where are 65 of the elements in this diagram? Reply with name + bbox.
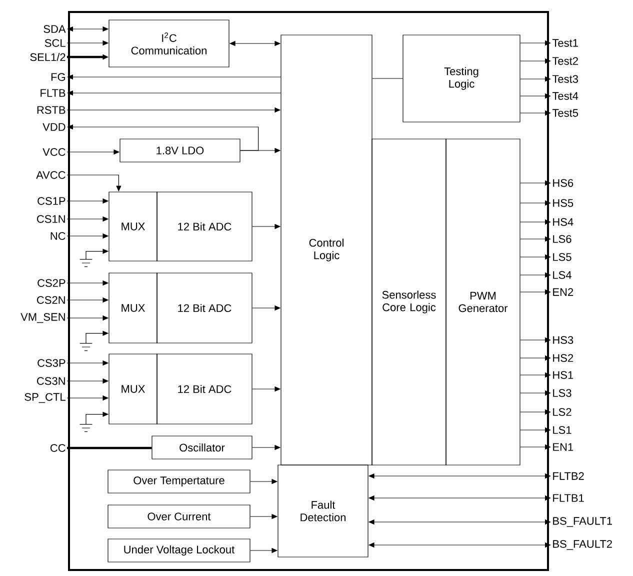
- block-box: Over Current: [108, 504, 250, 528]
- pin-label: Test4: [552, 92, 578, 100]
- pin-label: CS2P: [38, 279, 66, 287]
- pin-label: CS2N: [37, 296, 65, 304]
- pin-label: BS_FAULT1: [553, 517, 612, 527]
- pin-label: CS1P: [38, 197, 66, 205]
- pin-label: VCC: [42, 148, 66, 156]
- block-box: MUX: [108, 272, 158, 344]
- block-box: MUX: [108, 192, 158, 262]
- pin-label: HS4: [553, 218, 574, 226]
- pin-label: SDA: [44, 25, 66, 33]
- pin-label: HS5: [553, 199, 574, 207]
- pin-label: LS6: [553, 235, 572, 243]
- pin-label: LS3: [553, 389, 572, 397]
- block-box: 12 Bit ADC: [156, 354, 252, 424]
- block-box: 1.8V LDO: [120, 138, 240, 162]
- pin-label: BS_FAULT2: [553, 540, 612, 550]
- pin-label: HS6: [553, 179, 574, 187]
- pin-label: LS5: [553, 253, 572, 261]
- chip-outline: [68, 11, 549, 571]
- connector-line: [372, 78, 403, 79]
- pin-label: Test2: [552, 57, 578, 65]
- pin-label: FG: [51, 73, 65, 81]
- pin-label: Test3: [552, 75, 578, 83]
- pin-label: LS4: [553, 271, 572, 279]
- block-box: Control Logic: [280, 34, 372, 466]
- block-box: Under Voltage Lockout: [108, 538, 250, 562]
- pin-label: VM_SEN: [20, 313, 65, 323]
- pin-label: SEL1/2: [30, 52, 66, 62]
- pin-label: FLTB: [40, 89, 66, 97]
- pin-label: HS2: [553, 354, 574, 362]
- block-box: Oscillator: [152, 436, 252, 460]
- pin-label: RSTB: [37, 106, 66, 114]
- pin-label: LS1: [553, 426, 572, 434]
- ground-symbol: [80, 343, 92, 351]
- pin-label: CS3N: [37, 377, 65, 385]
- block-box: I$^{2}$C Communication: [108, 20, 230, 68]
- pin-label: FLTB2: [553, 472, 584, 480]
- pin-label: CC: [50, 444, 66, 452]
- block-box: Over Tempertature: [108, 470, 250, 494]
- pin-label: HS1: [553, 371, 574, 379]
- pin-label: EN1: [553, 443, 574, 451]
- pin-label: SP_CTL: [24, 393, 66, 403]
- pin-label: SCL: [44, 39, 66, 47]
- pin-label: EN2: [553, 288, 574, 296]
- pin-label: FLTB1: [553, 494, 584, 502]
- pin-label: AVCC: [36, 171, 66, 179]
- ground-symbol: [80, 259, 92, 267]
- block-box: 12 Bit ADC: [156, 192, 252, 262]
- pin-label: CS3P: [38, 359, 66, 367]
- block-box: Sensorless Core Logic: [372, 138, 446, 466]
- pin-label: HS3: [553, 336, 574, 344]
- pin-label: NC: [50, 232, 66, 240]
- block-box: 12 Bit ADC: [156, 272, 252, 344]
- pin-label: Test5: [552, 109, 578, 117]
- block-box: MUX: [108, 354, 158, 424]
- pin-label: VDD: [42, 123, 66, 131]
- pin-label: CS1N: [37, 215, 65, 223]
- pin-label: Test1: [552, 39, 578, 47]
- block-box: Testing Logic: [402, 34, 520, 122]
- pin-label: LS2: [553, 408, 572, 416]
- connector-line: [67, 446, 152, 450]
- block-box: PWM Generator: [446, 138, 520, 466]
- ground-symbol: [80, 424, 92, 432]
- block-box: Fault Detection: [278, 464, 368, 558]
